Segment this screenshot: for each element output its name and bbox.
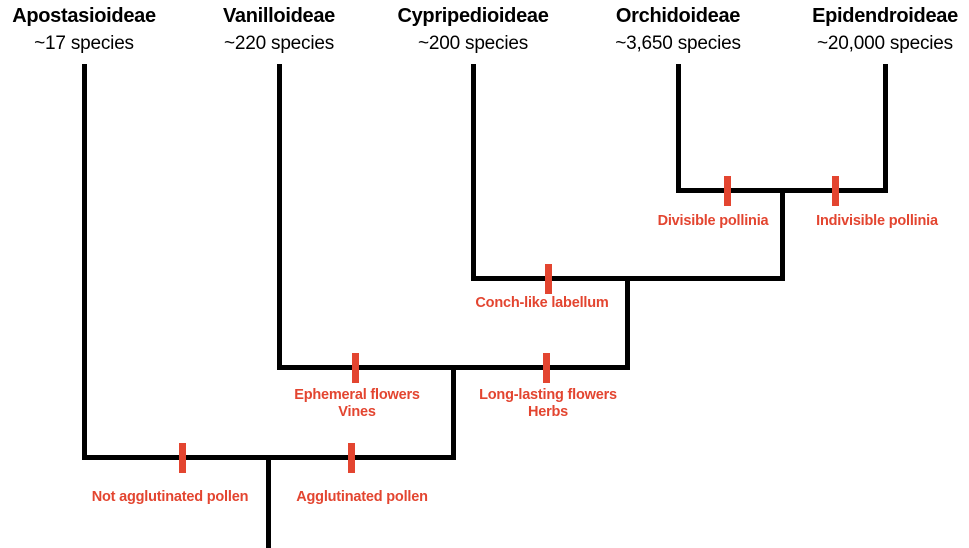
trait-label-conch-like-labellum: Conch-like labellum [475,295,609,311]
branch-apostasioideae [82,64,87,460]
trait-label-ephemeral-flowers-vines: Ephemeral flowers Vines [247,387,467,421]
trait-label-indivisible-pollinia: Indivisible pollinia [816,213,938,229]
trait-label-not-agglutinated-pollen: Not agglutinated pollen [91,489,249,505]
taxon-epidendroideae: Epidendroideae ~20,000 species [775,3,969,55]
branch-epidendroideae [883,64,888,193]
tick-not-agglutinated-pollen [179,443,186,473]
trait-label-line1: Long-lasting flowers [479,387,617,403]
trait-label-line2: Herbs [527,404,569,420]
root-stem [266,455,271,548]
tick-conch-like-labellum [545,264,552,294]
tick-ephemeral-flowers [352,353,359,383]
taxon-name: Epidendroideae [812,5,958,27]
trait-label-agglutinated-pollen: Agglutinated pollen [296,489,428,505]
tick-agglutinated-pollen [348,443,355,473]
taxon-cypripedioideae: Cypripedioideae ~200 species [363,3,583,55]
taxon-name: Cypripedioideae [397,5,549,27]
trait-label-line2: Vines [338,404,376,420]
branch-vanilloideae [277,64,282,370]
taxon-orchidoideae: Orchidoideae ~3,650 species [568,3,788,55]
taxon-name: Vanilloideae [222,5,335,27]
clade-vanilloideae-stem [451,365,456,460]
tick-divisible-pollinia [724,176,731,206]
trait-label-long-lasting-flowers-herbs: Long-lasting flowers Herbs [438,387,658,421]
branch-orchidoideae [676,64,681,193]
trait-label-line1: Ephemeral flowers [294,387,420,403]
clade-orchidoideae-epidendroideae-stem [780,188,785,281]
taxon-species-count: ~17 species [34,33,134,54]
taxon-apostasioideae: Apostasioideae ~17 species [0,3,194,55]
taxon-species-count: ~220 species [223,33,335,54]
tick-long-lasting-flowers [543,353,550,383]
taxon-species-count: ~3,650 species [615,33,741,54]
tick-indivisible-pollinia [832,176,839,206]
trait-label-divisible-pollinia: Divisible pollinia [657,213,769,229]
taxon-name: Orchidoideae [615,5,741,27]
branch-cypripedioideae [471,64,476,281]
taxon-species-count: ~20,000 species [817,33,953,54]
taxon-vanilloideae: Vanilloideae ~220 species [169,3,389,55]
clade-cypripedioideae-stem [625,276,630,370]
taxon-species-count: ~200 species [417,33,529,54]
taxon-name: Apostasioideae [12,5,156,27]
